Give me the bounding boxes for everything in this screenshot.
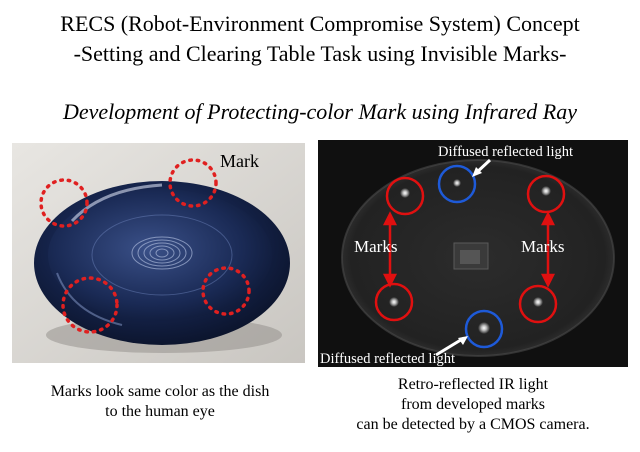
ir-diffused-arrows [435, 158, 492, 357]
caption-right-line-3: can be detected by a CMOS camera. [356, 416, 590, 433]
diffused-label-top: Diffused reflected light [438, 144, 573, 160]
ir-mark-arrows [382, 211, 556, 288]
ir-bright-spots [389, 179, 551, 334]
marks-label-left: Marks [354, 237, 397, 256]
ir-center-object [453, 242, 489, 270]
caption-left: Marks look same color as the dish to the… [0, 382, 320, 422]
caption-right: Retro-reflected IR light from developed … [318, 375, 628, 435]
ir-mark-rings [374, 174, 566, 324]
caption-left-line-1: Marks look same color as the dish [50, 383, 270, 400]
mark-label: Mark [220, 151, 259, 171]
dish-center-rings [131, 236, 193, 270]
title-line-2: -Setting and Clearing Table Task using I… [73, 41, 567, 66]
caption-right-line-1: Retro-reflected IR light [397, 376, 549, 393]
title-line-1: RECS (Robot-Environment Compromise Syste… [60, 11, 580, 36]
caption-right-line-2: from developed marks [401, 396, 545, 413]
subtitle: Development of Protecting-color Mark usi… [62, 99, 578, 124]
ir-diffused-rings [437, 164, 504, 349]
marks-label-right: Marks [521, 237, 564, 256]
caption-left-line-2: to the human eye [105, 403, 215, 420]
dotted-mark-circles [39, 158, 251, 334]
dish-bowl [48, 189, 272, 321]
diffused-label-bottom: Diffused reflected light [320, 351, 455, 367]
dish-photo-visible: Mark [12, 143, 305, 363]
dish-photo-infrared: Diffused reflected light Diffused reflec… [318, 140, 628, 367]
